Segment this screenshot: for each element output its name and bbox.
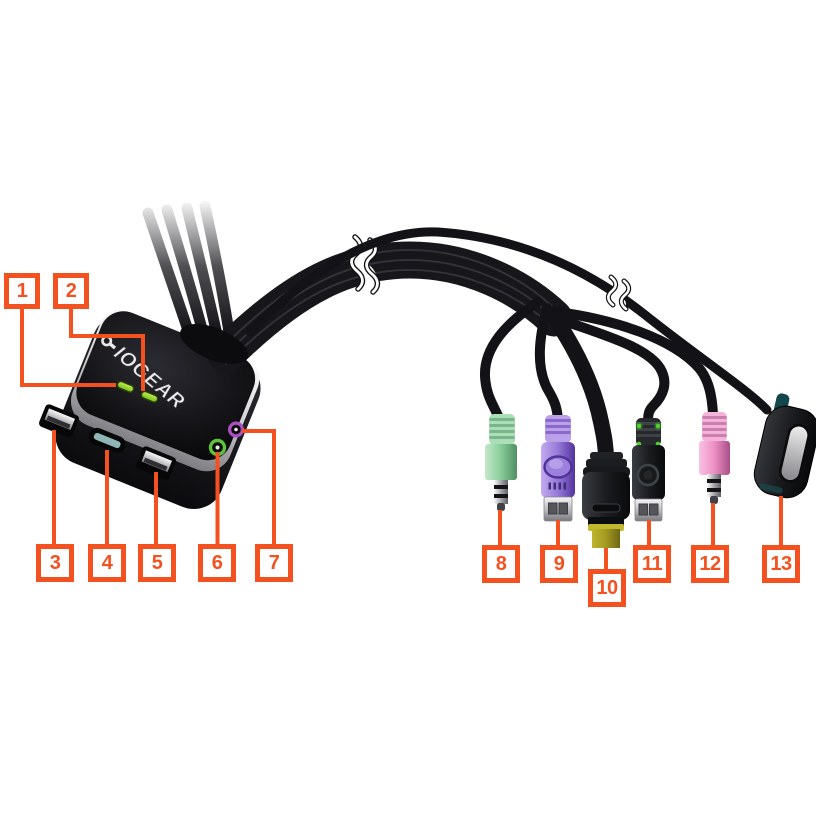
callout-leader-lines xyxy=(20,309,783,571)
callout-box-3: 3 xyxy=(36,544,74,582)
callout-box-10: 10 xyxy=(588,569,626,607)
callout-box-2: 2 xyxy=(53,273,89,309)
remote-switch-button xyxy=(753,393,816,499)
callout-box-12: 12 xyxy=(691,545,729,583)
audio-plug-green xyxy=(485,414,517,511)
leader-line-1 xyxy=(20,309,116,387)
port-2-led xyxy=(140,390,159,403)
callout-box-5: 5 xyxy=(138,544,176,582)
cable-to-audio-plug xyxy=(480,297,543,423)
callout-box-13: 13 xyxy=(762,545,800,583)
mic-plug-pink xyxy=(699,412,730,504)
cable-break-mark-2 xyxy=(605,270,632,312)
port-1-led xyxy=(116,380,135,393)
callout-box-8: 8 xyxy=(482,545,520,583)
leader-line-2 xyxy=(69,309,145,391)
callout-box-4: 4 xyxy=(88,544,126,582)
audio-jack-green xyxy=(208,438,227,457)
cable-to-remote xyxy=(245,227,772,415)
callout-box-7: 7 xyxy=(255,544,293,582)
cable-to-keyboard-connector xyxy=(534,303,563,425)
callout-box-1: 1 xyxy=(4,273,40,309)
keyboard-usb-connector-purple xyxy=(541,415,575,522)
cable-to-mic-plug xyxy=(553,307,718,419)
video-console-port xyxy=(88,427,126,454)
mouse-usb-connector-black xyxy=(632,418,665,522)
cable-strain-relief xyxy=(180,323,248,365)
mic-jack-purple xyxy=(228,421,245,438)
video-connector-yellow xyxy=(582,452,630,548)
callout-box-11: 11 xyxy=(633,545,671,583)
usb-console-port-2 xyxy=(136,446,176,480)
cable-to-mouse-connector xyxy=(551,313,670,427)
callout-box-9: 9 xyxy=(540,545,578,583)
callout-box-6: 6 xyxy=(198,544,236,582)
leader-line-7 xyxy=(242,429,276,546)
cable-to-video-connector xyxy=(544,306,614,468)
usb-console-port-1 xyxy=(39,404,79,438)
connector-cables xyxy=(245,227,772,468)
